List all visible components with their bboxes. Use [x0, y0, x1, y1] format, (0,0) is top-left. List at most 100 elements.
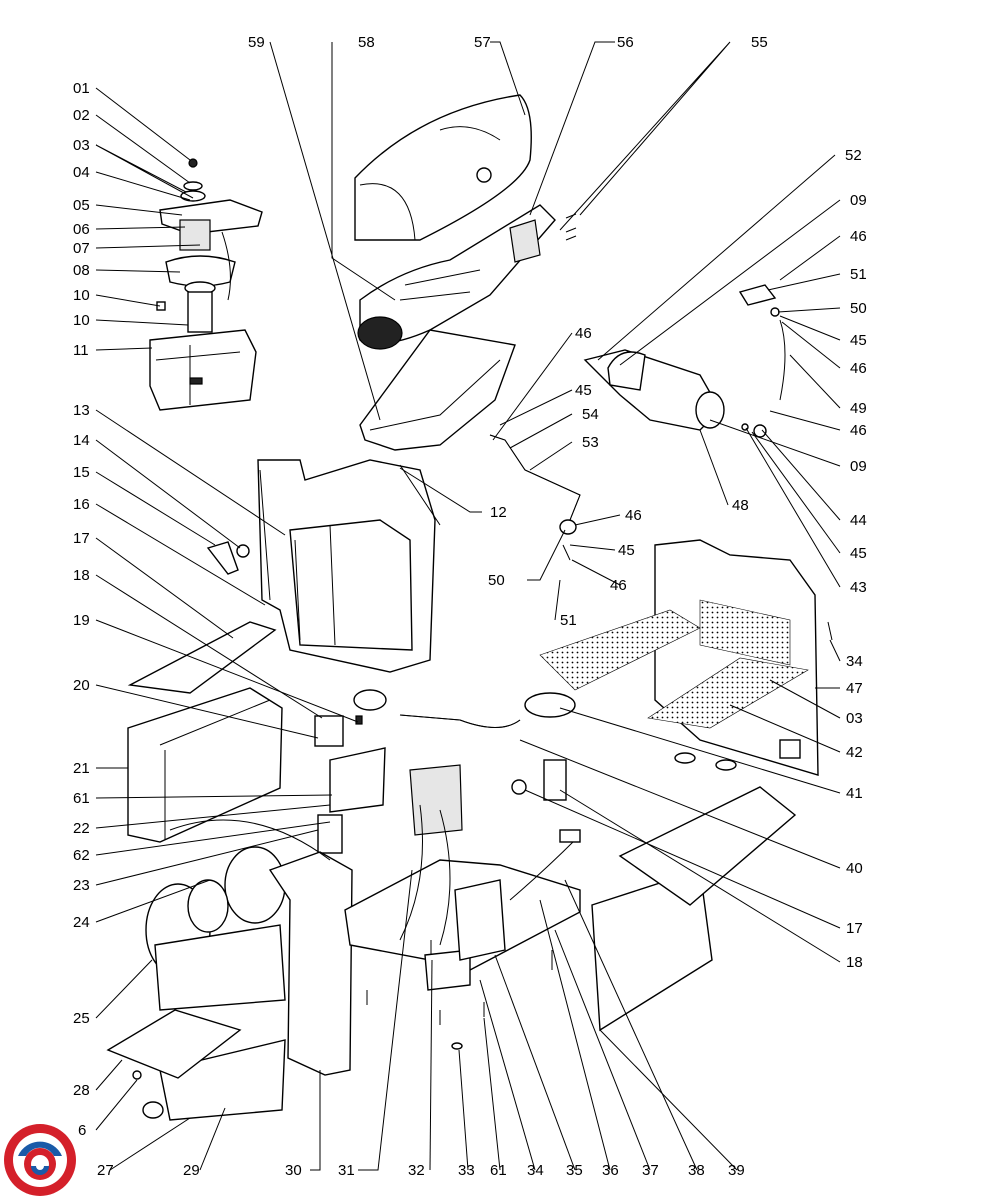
callout-label: 16	[73, 496, 90, 513]
callout-label: 09	[850, 458, 867, 475]
callout-label: 61	[73, 790, 90, 807]
callout-label: 17	[846, 920, 863, 937]
callout-label: 51	[560, 612, 577, 629]
callout-label: 50	[850, 300, 867, 317]
callout-label: 01	[73, 80, 90, 97]
callout-label: 13	[73, 402, 90, 419]
callout-label: 58	[358, 34, 375, 51]
callout-label: 08	[73, 262, 90, 279]
callout-label: 20	[73, 677, 90, 694]
callout-label: 37	[642, 1162, 659, 1179]
callout-label: 38	[688, 1162, 705, 1179]
callout-label: 46	[625, 507, 642, 524]
callout-label: 46	[575, 325, 592, 342]
callout-label: 15	[73, 464, 90, 481]
callout-label: 06	[73, 221, 90, 238]
boiler-assembly-part	[149, 158, 263, 411]
base-screws-part	[366, 621, 833, 1050]
callout-label: 10	[73, 312, 90, 329]
callout-label: 48	[732, 497, 749, 514]
callout-label: 41	[846, 785, 863, 802]
callout-label: 47	[846, 680, 863, 697]
callout-label: 43	[850, 579, 867, 596]
callout-label: 32	[408, 1162, 425, 1179]
parts-drawing	[106, 94, 833, 1121]
callout-label: 52	[845, 147, 862, 164]
callout-label: 18	[73, 567, 90, 584]
callout-label: 12	[490, 504, 507, 521]
callout-label: 51	[850, 266, 867, 283]
top-cover-part	[354, 94, 532, 241]
callout-label: 23	[73, 877, 90, 894]
callout-label: 54	[582, 406, 599, 423]
callout-label: 31	[338, 1162, 355, 1179]
callout-label: 19	[73, 612, 90, 629]
callout-label: 03	[846, 710, 863, 727]
callout-label: 10	[73, 287, 90, 304]
callout-label: 45	[850, 332, 867, 349]
callout-label: 34	[527, 1162, 544, 1179]
drip-grid-part	[106, 1009, 242, 1079]
control-board-part	[314, 715, 344, 747]
callout-label: 42	[846, 744, 863, 761]
callout-label: 04	[73, 164, 90, 181]
callout-label: 57	[474, 34, 491, 51]
callout-label: 07	[73, 240, 90, 257]
callout-label: 46	[850, 360, 867, 377]
callout-label: 61	[490, 1162, 507, 1179]
callout-label: 21	[73, 760, 90, 777]
drip-channel-part	[359, 329, 516, 451]
leader-lines	[95, 41, 841, 1171]
callout-label: 24	[73, 914, 90, 931]
drip-grate-lower-part	[647, 657, 809, 729]
side-lid-right-part	[618, 786, 797, 906]
callout-label: 6	[78, 1122, 86, 1139]
callout-label: 05	[73, 197, 90, 214]
callout-label: 53	[582, 434, 599, 451]
callout-label: 09	[850, 192, 867, 209]
callout-label: 46	[850, 422, 867, 439]
drip-container-part	[154, 924, 286, 1011]
callout-label: 28	[73, 1082, 90, 1099]
callout-label: 25	[73, 1010, 90, 1027]
callout-label: 14	[73, 432, 90, 449]
water-tank-part	[127, 687, 283, 843]
callout-label: 30	[285, 1162, 302, 1179]
callout-label: 40	[846, 860, 863, 877]
callout-label: 29	[183, 1162, 200, 1179]
callout-label: 39	[728, 1162, 745, 1179]
callout-label: 46	[610, 577, 627, 594]
callout-label: 11	[73, 342, 89, 359]
callout-label: 35	[566, 1162, 583, 1179]
callout-label: 34	[846, 653, 863, 670]
callout-label: 33	[458, 1162, 475, 1179]
valve-part	[524, 692, 576, 718]
callout-label: 62	[73, 847, 90, 864]
callout-label: 36	[602, 1162, 619, 1179]
callout-label: 49	[850, 400, 867, 417]
callout-label: 56	[617, 34, 634, 51]
side-lid-left-part	[127, 621, 277, 694]
clip-part	[543, 759, 567, 801]
callout-label: 45	[850, 545, 867, 562]
callout-label: 46	[850, 228, 867, 245]
callout-label: 02	[73, 107, 90, 124]
callout-label: 45	[575, 382, 592, 399]
brand-logo-icon	[4, 1124, 76, 1196]
callout-label: 50	[488, 572, 505, 589]
callout-label: 17	[73, 530, 90, 547]
ring-part	[224, 846, 286, 924]
callout-label: 59	[248, 34, 265, 51]
capacitor-part	[317, 814, 343, 854]
drip-grate-upper-part	[539, 609, 701, 691]
front-panel-part	[268, 851, 353, 1076]
callout-label: 18	[846, 954, 863, 971]
callout-label: 03	[73, 137, 90, 154]
callout-label: 27	[97, 1162, 114, 1179]
callout-labels: 01 02 03 04 05 06 07 08 10 10 11 13 14 1…	[73, 34, 867, 1179]
callout-label: 44	[850, 512, 867, 529]
callout-label: 22	[73, 820, 90, 837]
callout-label: 55	[751, 34, 768, 51]
callout-label: 45	[618, 542, 635, 559]
